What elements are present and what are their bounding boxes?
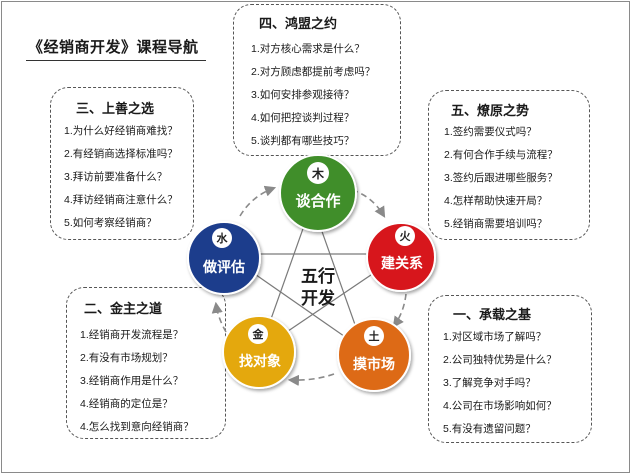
node-action-label: 谈合作	[295, 192, 340, 210]
box-foundation: 一、承载之基 1.对区域市场了解吗？ 2.公司独特优势是什么？ 3.了解竞争对手…	[428, 295, 592, 443]
list-item: 3.拜访前要准备什么？	[64, 171, 168, 183]
list-item: 1.经销商开发流程是？	[80, 329, 184, 341]
list-item: 4.公司在市场影响如何？	[443, 400, 557, 412]
box-title: 三、上善之选	[76, 101, 155, 116]
node-metal	[222, 315, 296, 389]
list-item: 1.签约需要仪式吗？	[444, 126, 537, 138]
list-item: 2.有没有市场规划？	[80, 352, 173, 364]
node-action-label: 找对象	[239, 353, 281, 369]
list-item: 5.如何考察经销商？	[64, 217, 157, 229]
node-action-label: 摸市场	[353, 356, 395, 372]
list-item: 4.怎么找到意向经销商？	[80, 421, 194, 433]
box-gold-way: 二、金主之道 1.经销商开发流程是？ 2.有没有市场规划？ 3.经销商作用是什么…	[66, 287, 226, 439]
list-item: 4.怎样帮助快速开局？	[444, 195, 548, 207]
node-fire	[366, 222, 436, 292]
list-item: 1.为什么好经销商难找？	[64, 125, 178, 137]
node-element-char: 木	[311, 166, 325, 181]
list-item: 3.了解竞争对手吗？	[443, 377, 536, 389]
list-item: 2.有何合作手续与流程？	[444, 149, 558, 161]
list-item: 1.对方核心需求是什么？	[251, 43, 365, 55]
list-item: 2.有经销商选择标准吗？	[64, 148, 178, 160]
page-title: 《经销商开发》课程导航	[28, 39, 199, 56]
node-element-char: 火	[400, 230, 412, 243]
list-item: 4.经销商的定位是？	[80, 398, 173, 410]
list-item: 5.有没有遗留问题？	[443, 423, 536, 435]
cycle-arrow-fire-earth	[392, 293, 407, 328]
cycle-arrow-water-wood	[239, 185, 277, 217]
list-item: 3.如何安排参观接待？	[251, 89, 355, 101]
box-title: 五、燎原之势	[451, 103, 530, 118]
list-item: 5.谈判都有哪些技巧？	[251, 135, 355, 147]
list-item: 3.签约后跟进哪些服务？	[444, 172, 558, 184]
list-item: 5.经销商需要培训吗？	[444, 218, 548, 230]
list-item: 2.对方顾虑都提前考虑吗？	[251, 66, 376, 78]
box-prairie-fire: 五、燎原之势 1.签约需要仪式吗？ 2.有何合作手续与流程？ 3.签约后跟进哪些…	[428, 90, 590, 240]
box-title: 一、承载之基	[453, 307, 532, 322]
box-alliance: 四、鸿盟之约 1.对方核心需求是什么？ 2.对方顾虑都提前考虑吗？ 3.如何安排…	[233, 4, 401, 156]
node-water	[187, 221, 261, 295]
title-underline	[26, 60, 206, 61]
node-action-label: 做评估	[202, 259, 245, 275]
list-item: 1.对区域市场了解吗？	[443, 331, 547, 343]
node-wood	[279, 154, 357, 232]
center-label: 开发	[301, 288, 336, 308]
list-item: 2.公司独特优势是什么？	[443, 354, 557, 366]
node-element-char: 水	[217, 231, 229, 245]
list-item: 4.拜访经销商注意什么？	[64, 194, 178, 206]
box-title: 四、鸿盟之约	[259, 16, 338, 31]
list-item: 3.经销商作用是什么？	[80, 375, 184, 387]
box-best-choice: 三、上善之选 1.为什么好经销商难找？ 2.有经销商选择标准吗？ 3.拜访前要准…	[50, 87, 194, 240]
node-action-label: 建关系	[381, 255, 423, 271]
node-element-char: 金	[252, 327, 265, 341]
node-element-char: 土	[369, 329, 380, 343]
cycle-arrow-earth-metal	[287, 373, 335, 386]
list-item: 4.如何把控谈判过程？	[251, 112, 355, 124]
node-earth	[337, 318, 411, 392]
cycle-arrow-metal-water	[211, 301, 227, 333]
box-title: 二、金主之道	[84, 301, 163, 316]
center-label: 五行	[301, 266, 335, 286]
